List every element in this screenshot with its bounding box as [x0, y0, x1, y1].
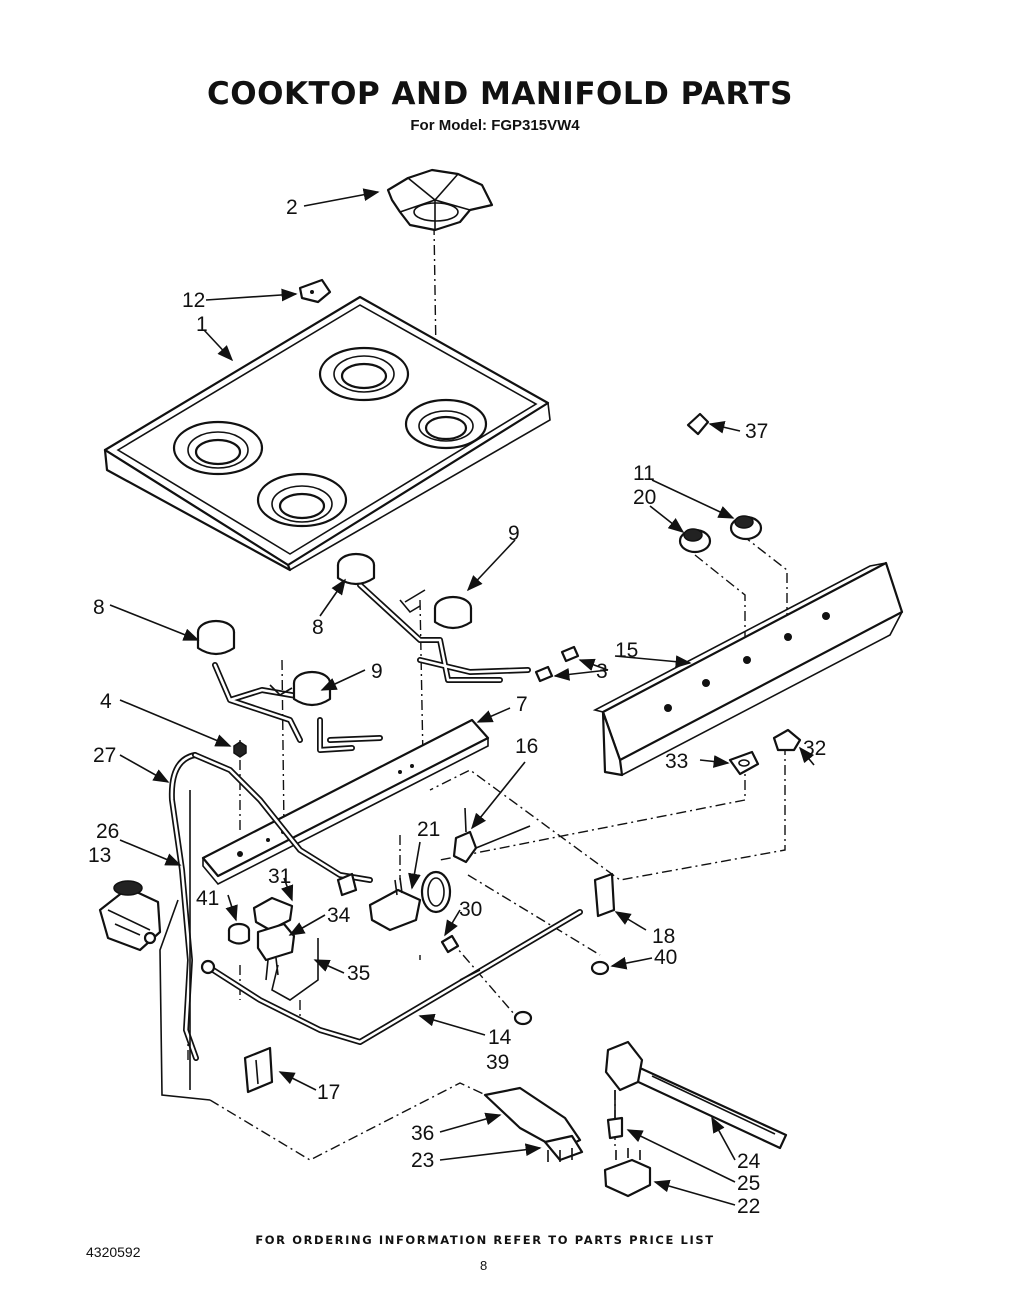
- callout-labels: 2 12 1 37 11 20 9 8 8 15 9 3 4 7 27 16 3…: [88, 196, 826, 1218]
- callout-15: 15: [615, 639, 638, 662]
- callout-1: 1: [196, 313, 208, 336]
- callout-14: 14: [488, 1026, 512, 1049]
- callout-25: 25: [737, 1172, 760, 1195]
- callout-9-rear: 9: [508, 522, 520, 545]
- document-id: 4320592: [86, 1244, 141, 1260]
- callout-26: 26: [96, 820, 119, 843]
- panel-clip-33: [728, 750, 760, 776]
- manifold-pipe: [200, 909, 583, 1045]
- knob-11: [729, 515, 763, 541]
- control-panel: [592, 561, 904, 777]
- callout-41: 41: [196, 887, 219, 910]
- callout-40: 40: [654, 946, 677, 969]
- nut: [233, 741, 247, 758]
- page-number: 8: [480, 1258, 488, 1273]
- valve-stem: [452, 807, 531, 864]
- callout-2: 2: [286, 196, 298, 219]
- burner-valve: [336, 872, 422, 932]
- wire-clip: [686, 412, 710, 436]
- callout-37: 37: [745, 420, 768, 443]
- callout-32: 32: [803, 737, 826, 760]
- burner-grate: [386, 168, 494, 232]
- cooktop: [103, 295, 551, 572]
- callout-17: 17: [317, 1081, 340, 1104]
- callout-30: 30: [459, 898, 482, 921]
- callout-39: 39: [486, 1051, 509, 1074]
- burner-support-bracket: [201, 718, 490, 886]
- orifice-fittings: [534, 645, 580, 683]
- oven-valve-assembly: [483, 1086, 584, 1162]
- callout-34: 34: [327, 904, 351, 927]
- cooktop-clip: [298, 278, 332, 304]
- pressure-regulator: [98, 880, 162, 952]
- callout-16: 16: [515, 735, 538, 758]
- callout-8-front: 8: [93, 596, 105, 619]
- callout-27: 27: [93, 744, 116, 767]
- callout-36: 36: [411, 1122, 434, 1145]
- callout-22: 22: [737, 1195, 760, 1218]
- front-burner-assembly: [196, 619, 383, 753]
- callout-3: 3: [596, 660, 608, 683]
- callout-7: 7: [516, 693, 528, 716]
- callout-24: 24: [737, 1150, 761, 1173]
- ignitor-bracket: [252, 896, 294, 932]
- screw-40: [590, 960, 610, 976]
- rear-burner-assembly: [336, 552, 531, 683]
- model-subtitle: For Model: FGP315VW4: [410, 117, 580, 134]
- callout-4: 4: [100, 690, 112, 713]
- callout-18: 18: [652, 925, 675, 948]
- callout-13: 13: [88, 844, 111, 867]
- grommet: [227, 922, 251, 945]
- ordering-note: FOR ORDERING INFORMATION REFER TO PARTS …: [255, 1233, 715, 1247]
- manifold-bracket: [243, 1046, 274, 1094]
- page-title: COOKTOP AND MANIFOLD PARTS: [207, 76, 793, 112]
- callout-8-rear: 8: [312, 616, 324, 639]
- oven-burner-tube: [604, 1040, 788, 1150]
- callout-20: 20: [633, 486, 656, 509]
- spring: [420, 870, 460, 954]
- sensor-bulb: [606, 1090, 624, 1140]
- callout-12: 12: [182, 289, 205, 312]
- callout-11: 11: [633, 462, 655, 485]
- bracket-18: [593, 872, 616, 918]
- callout-35: 35: [347, 962, 370, 985]
- callout-23: 23: [411, 1149, 434, 1172]
- leader-arrows: [109, 188, 815, 1206]
- ignitor-module: [256, 922, 296, 981]
- callout-9-front: 9: [371, 660, 383, 683]
- ignitor-switch: [603, 1148, 652, 1198]
- callout-31: 31: [268, 865, 291, 888]
- screw-39: [513, 1010, 533, 1026]
- panel-clip-32: [772, 728, 802, 752]
- callout-21: 21: [417, 818, 440, 841]
- knob-20: [678, 528, 712, 554]
- callout-33: 33: [665, 750, 688, 773]
